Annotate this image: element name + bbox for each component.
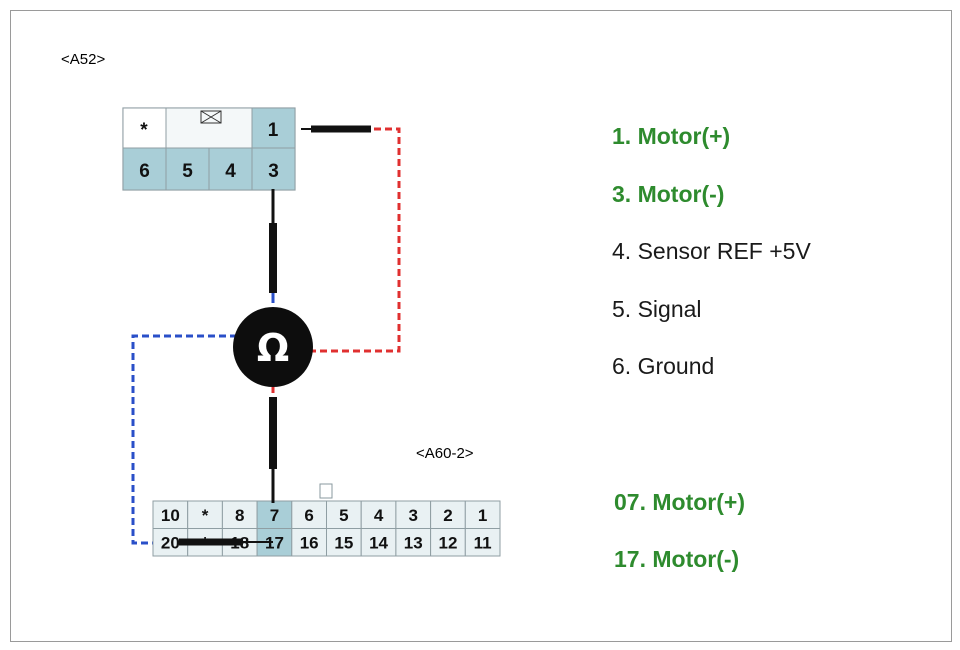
pin-label: 4 bbox=[225, 161, 236, 182]
pin-cell bbox=[251, 147, 296, 191]
pin-label: 1 bbox=[478, 506, 487, 525]
pin-label: 16 bbox=[300, 534, 319, 553]
pin-cell bbox=[430, 528, 466, 557]
pin-label: 7 bbox=[270, 506, 279, 525]
connector-a52: * 1 6 5 4 3 bbox=[122, 107, 296, 191]
pin-label: 3 bbox=[268, 161, 279, 182]
legend-a60-item: 07. Motor(+) bbox=[614, 489, 745, 515]
pin-cell bbox=[326, 528, 362, 557]
pin-cell bbox=[395, 528, 432, 557]
legend-a52-item: 6. Ground bbox=[612, 353, 715, 379]
pin-cell bbox=[395, 500, 432, 529]
pin-cell bbox=[221, 500, 258, 529]
pin-cell bbox=[291, 528, 327, 557]
pin-label: 3 bbox=[409, 506, 418, 525]
pin-cell bbox=[360, 500, 397, 529]
legend-a52-item: 1. Motor(+) bbox=[612, 123, 731, 149]
pin-label: 13 bbox=[404, 534, 423, 553]
pin-label: 4 bbox=[374, 506, 384, 525]
pin-cell bbox=[430, 500, 466, 529]
wire-red bbox=[309, 127, 401, 353]
pin-label: 10 bbox=[161, 506, 180, 525]
key-symbol-line bbox=[200, 110, 222, 124]
legend-a52-item: 5. Signal bbox=[612, 295, 702, 322]
pin-label: 2 bbox=[443, 506, 452, 525]
pin-cell bbox=[256, 528, 293, 557]
ohmmeter-body bbox=[233, 307, 313, 387]
connector-key-area bbox=[165, 107, 253, 149]
pin-label: 17 bbox=[265, 534, 284, 553]
pin-label: 6 bbox=[139, 161, 150, 182]
pin-label: 15 bbox=[334, 534, 353, 553]
pin-label: 1 bbox=[268, 120, 279, 141]
connector-latch bbox=[319, 483, 333, 499]
pin-label: 12 bbox=[438, 534, 457, 553]
pin-cell bbox=[208, 147, 253, 191]
connector-a60-label: <A60-2> bbox=[416, 445, 474, 462]
key-symbol-icon bbox=[200, 110, 222, 124]
pin-cell bbox=[152, 500, 189, 529]
pin-label: 8 bbox=[235, 506, 244, 525]
ohm-symbol-icon: Ω bbox=[257, 326, 289, 370]
ohmmeter: Ω bbox=[233, 307, 313, 387]
probes-layer bbox=[179, 125, 371, 546]
legend-a60-item: 17. Motor(-) bbox=[614, 546, 740, 572]
pin-label: 20 bbox=[161, 534, 180, 553]
pin-label: * bbox=[140, 120, 148, 141]
pin-label: 5 bbox=[182, 161, 193, 182]
pin-cell bbox=[464, 528, 501, 557]
pin-cell bbox=[360, 528, 397, 557]
pin-label: 11 bbox=[474, 534, 492, 553]
pin-cell bbox=[251, 107, 296, 149]
pin-label: 5 bbox=[339, 506, 348, 525]
connector-a52-label: <A52> bbox=[61, 51, 106, 68]
pin-label: 6 bbox=[304, 506, 313, 525]
pin-label: * bbox=[202, 506, 209, 525]
pin-label: 14 bbox=[369, 534, 388, 553]
legend-a52-item: 3. Motor(-) bbox=[612, 180, 725, 207]
legend-a52-item: 4. Sensor REF +5V bbox=[612, 238, 811, 264]
pin-cell bbox=[165, 147, 210, 191]
